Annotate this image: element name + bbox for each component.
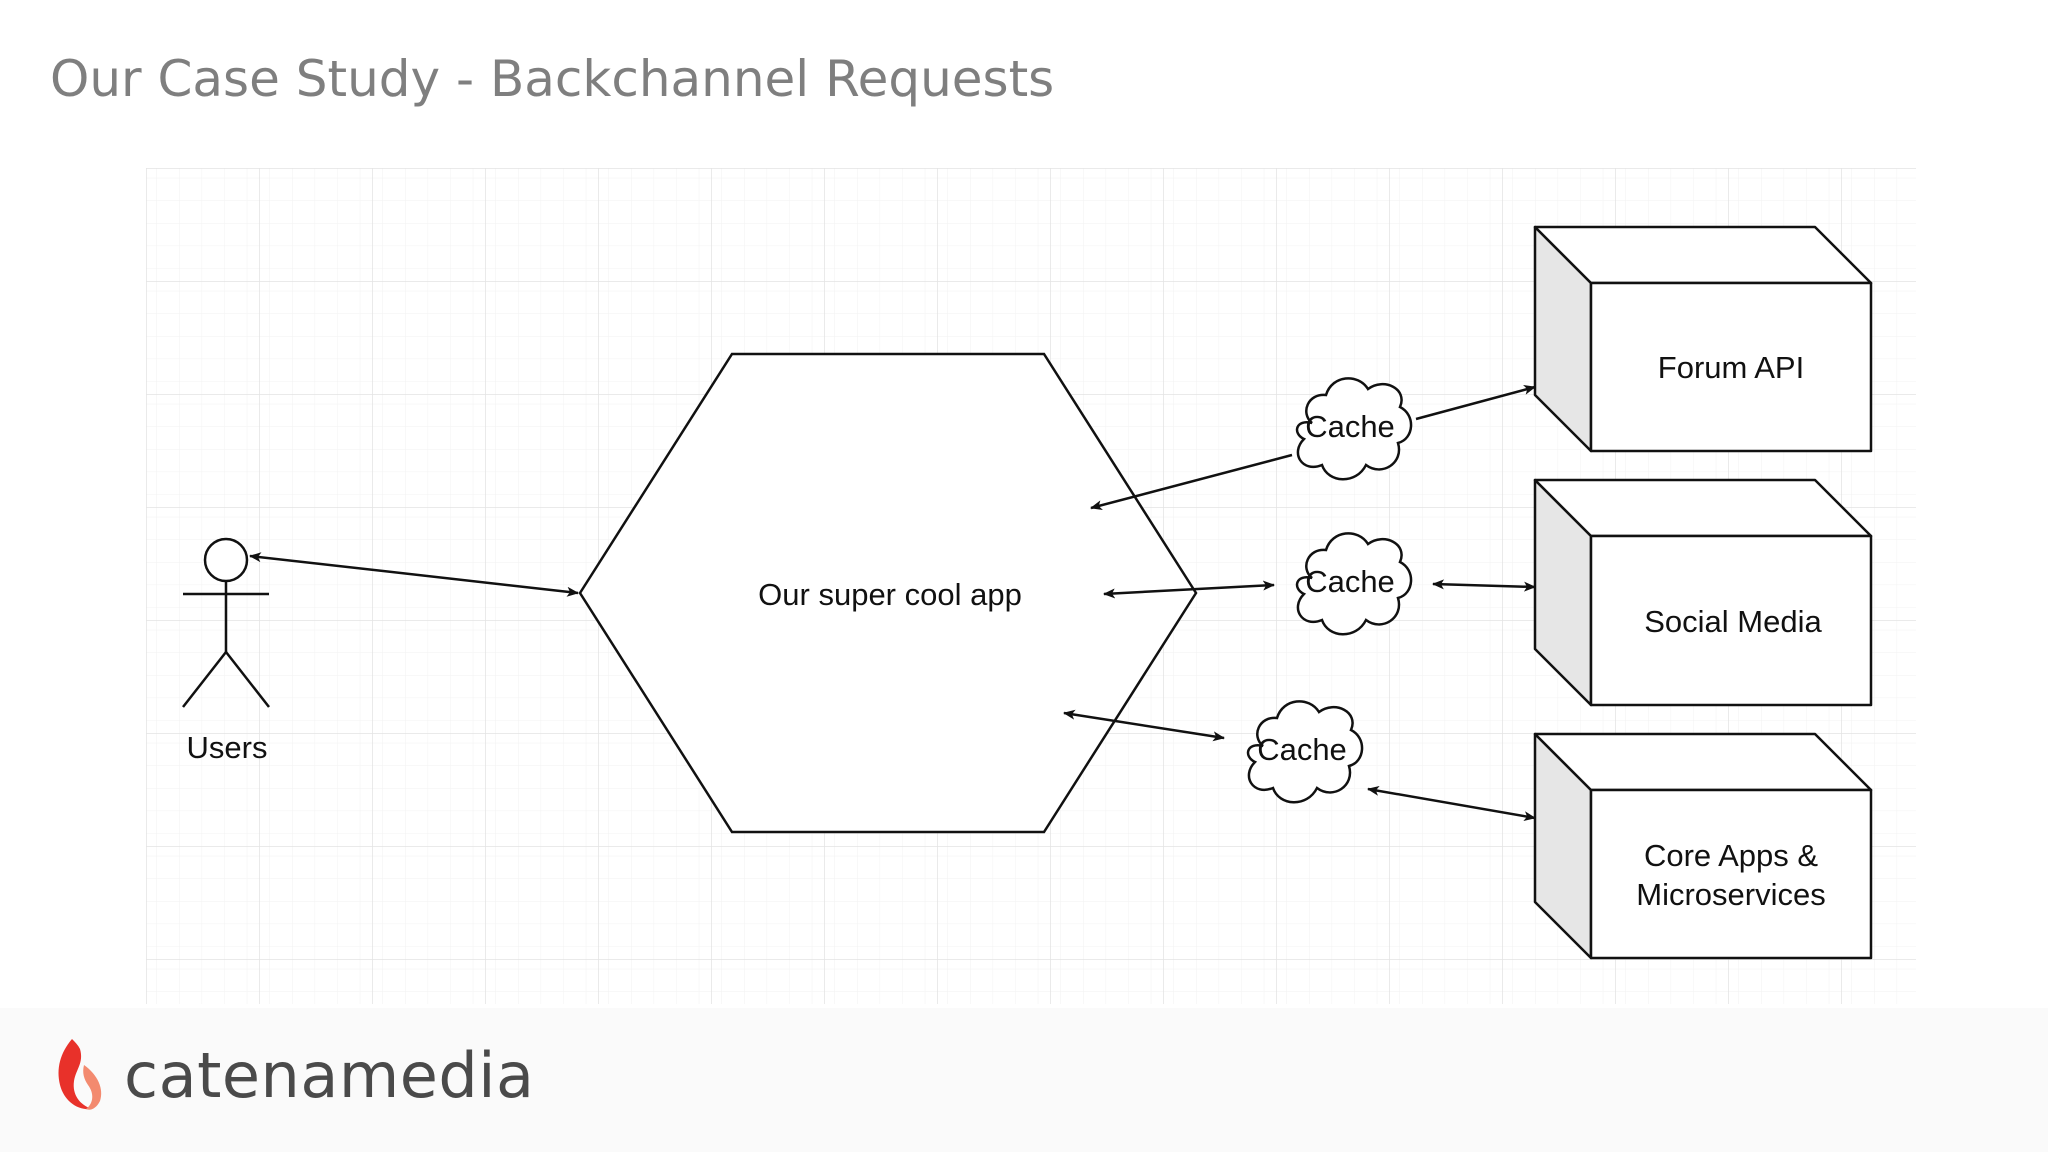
- slide-title: Our Case Study - Backchannel Requests: [50, 50, 1055, 108]
- app-cache3-arrow: [1063, 709, 1225, 742]
- cache1-app-arrow: [1090, 453, 1293, 511]
- service-box-social-media: [1533, 478, 1873, 707]
- brand-name: catenamedia: [124, 1038, 535, 1112]
- cache-label-2: Cache: [1305, 564, 1395, 599]
- footer-band: [0, 1008, 2048, 1152]
- users-label: Users: [187, 730, 268, 765]
- app-label: Our super cool app: [758, 577, 1022, 612]
- actor-head: [203, 537, 249, 583]
- brand-logo: catenamedia: [50, 1030, 534, 1120]
- cache2-social-arrow: [1432, 579, 1536, 592]
- service-label-core-apps-line-1: Core Apps &: [1644, 838, 1818, 873]
- service-label-forum-api: Forum API: [1658, 350, 1804, 385]
- service-label-core-apps-line-2: Microservices: [1636, 877, 1825, 912]
- service-box-forum-api: [1533, 225, 1873, 453]
- users-actor: [182, 537, 270, 708]
- cache3-core-arrow: [1367, 785, 1536, 822]
- service-box-core-apps: [1533, 732, 1873, 960]
- flame-icon: [58, 1039, 102, 1110]
- app-cache2-arrow: [1103, 580, 1275, 599]
- service-label-social-media: Social Media: [1644, 604, 1822, 639]
- cache-label-1: Cache: [1305, 409, 1395, 444]
- users-app-arrow: [249, 552, 579, 597]
- cache-label-3: Cache: [1257, 732, 1347, 767]
- cache1-forum-arrow: [1415, 385, 1536, 421]
